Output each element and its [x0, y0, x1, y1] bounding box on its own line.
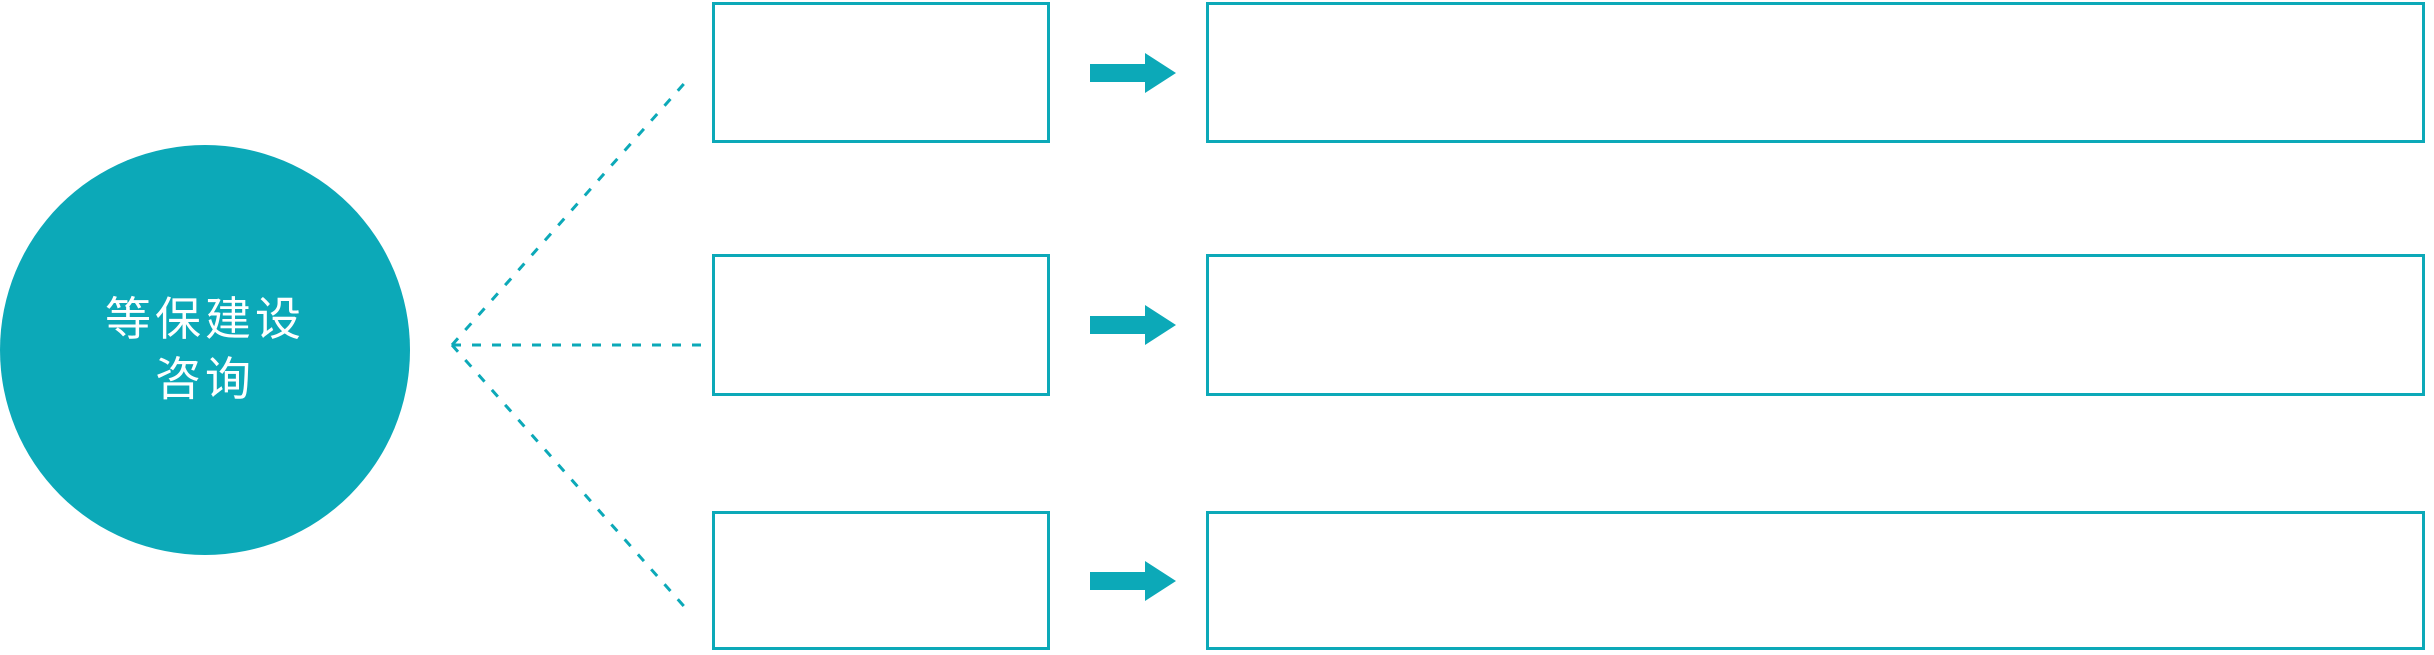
hub-label-line-2: 咨询	[155, 353, 255, 405]
flow-row	[0, 254, 2434, 396]
arrow-right-icon	[1090, 305, 1176, 345]
stage-box[interactable]	[712, 254, 1050, 396]
flow-row	[0, 511, 2434, 650]
stage-box[interactable]	[712, 2, 1050, 143]
detail-box[interactable]	[1206, 254, 2425, 396]
stage-box[interactable]	[712, 511, 1050, 650]
flow-row	[0, 2, 2434, 143]
hub-circle[interactable]: 等保建设 咨询	[0, 145, 410, 555]
arrow-right-icon	[1090, 53, 1176, 93]
hub-label-line-1: 等保建设	[105, 293, 305, 346]
detail-box[interactable]	[1206, 511, 2425, 650]
arrow-right-icon	[1090, 561, 1176, 601]
detail-box[interactable]	[1206, 2, 2425, 143]
